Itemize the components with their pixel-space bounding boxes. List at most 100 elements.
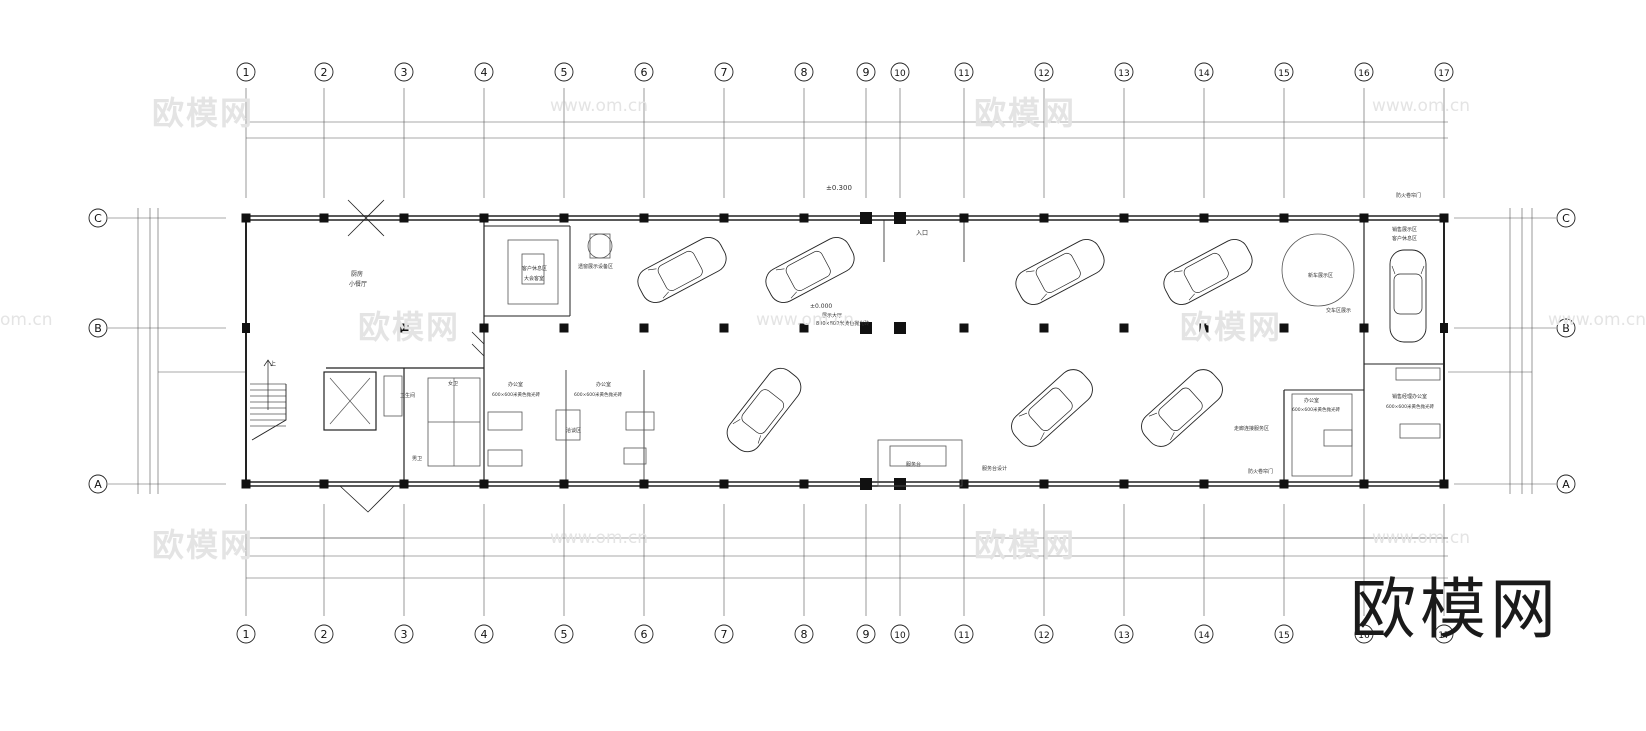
stair-outline <box>251 384 287 441</box>
grid-bubble <box>1354 624 1374 644</box>
label-reception-desk-note: 服务台设计 <box>982 465 1007 472</box>
label-office-c-2: 600×600米黄色抛光砖 <box>1292 406 1340 413</box>
grid-bubble <box>1354 62 1374 82</box>
column <box>479 323 489 333</box>
column <box>399 213 409 223</box>
grid-bubble <box>890 62 910 82</box>
column <box>1279 213 1289 223</box>
label-window-display: 透窗展示设备区 <box>578 263 613 270</box>
grid-column-label: 17 <box>1438 631 1449 641</box>
grid-column-label: 14 <box>1198 69 1210 79</box>
car-cabin <box>785 250 831 291</box>
column <box>1440 323 1448 333</box>
desk <box>625 411 655 431</box>
coffee-table <box>521 253 545 285</box>
dimension-lines <box>137 121 1533 579</box>
car-body <box>1141 369 1223 447</box>
column <box>1439 213 1449 223</box>
grid-bubble <box>474 624 494 644</box>
grid-row-label: B <box>1562 322 1570 335</box>
label-office-a-2: 600×600米黄色抛光砖 <box>492 391 540 398</box>
grid-bubble <box>856 62 876 82</box>
car-mirror <box>1420 265 1425 275</box>
grid-row-label: C <box>94 212 102 225</box>
label-lounge: 洽谈区 <box>566 427 581 434</box>
round-table <box>587 233 613 259</box>
grid-bubble <box>88 474 108 494</box>
column <box>1199 479 1209 489</box>
display-car <box>765 236 855 304</box>
column <box>399 479 409 489</box>
label-office-c-1: 办公室 <box>1304 397 1319 404</box>
label-kitchen-1: 厨房 <box>351 270 363 278</box>
column <box>1279 479 1289 489</box>
car-mirror <box>1148 412 1158 417</box>
car-cabin <box>741 389 785 434</box>
grid-column-label: 3 <box>401 628 408 641</box>
grid-column-label: 15 <box>1278 69 1289 79</box>
column <box>559 213 569 223</box>
column <box>399 323 409 333</box>
car-mirror <box>1173 270 1183 273</box>
label-sales-2: 客户休息区 <box>1392 235 1417 242</box>
room-labels: ±0.300 入口 厨房 小餐厅 客户休息区 大会客室 透窗展示设备区 ±0.0… <box>270 184 1434 475</box>
label-male-wc: 男卫 <box>412 456 422 462</box>
column <box>959 479 969 489</box>
grid-column-label: 13 <box>1118 631 1129 641</box>
car-mirror <box>1025 270 1035 273</box>
car-mirror <box>1040 432 1045 441</box>
grid-bubble <box>1114 624 1134 644</box>
display-car <box>1163 238 1253 306</box>
sink-counter <box>383 375 403 417</box>
grid-bubble <box>714 624 734 644</box>
desk <box>623 447 647 465</box>
grid-column-label: 8 <box>801 628 808 641</box>
grid-column-label: 8 <box>801 66 808 79</box>
label-delivery-note: 交车区展示 <box>1326 307 1351 314</box>
walls <box>245 199 1445 513</box>
label-reception-desk: 服务台 <box>906 461 921 468</box>
label-manager-2: 600×600米黄色抛光砖 <box>1386 403 1434 410</box>
grid-column-label: 10 <box>894 631 906 641</box>
label-female-wc: 女卫 <box>448 380 458 387</box>
car-mirror <box>757 435 761 444</box>
grid-bubble <box>1556 208 1576 228</box>
car-mirror <box>732 419 741 425</box>
grid-column-label: 13 <box>1118 69 1129 79</box>
stair-arrow <box>263 359 273 410</box>
display-car <box>726 367 802 453</box>
column <box>860 478 872 490</box>
grid-column-label: 7 <box>721 66 728 79</box>
sofa-set <box>507 239 559 305</box>
grid-row-label: C <box>1562 212 1570 225</box>
car-cabin <box>1183 252 1229 293</box>
car-mirror <box>775 268 785 271</box>
column <box>319 213 329 223</box>
grid-bubble <box>794 62 814 82</box>
grid-bubble <box>634 624 654 644</box>
car-mirror <box>1040 293 1047 301</box>
grid-bubble <box>236 62 256 82</box>
elevator-cross <box>329 377 371 425</box>
grid-bubble <box>554 624 574 644</box>
grid-bubble <box>394 624 414 644</box>
column <box>1039 323 1049 333</box>
car-body <box>1389 249 1427 343</box>
car-body <box>1011 369 1093 447</box>
column <box>1359 479 1369 489</box>
grid-bubble <box>1114 62 1134 82</box>
grid-bubble <box>1194 624 1214 644</box>
grid-column-label: 1 <box>243 628 250 641</box>
car-mirror <box>1188 293 1195 301</box>
column <box>319 479 329 489</box>
column <box>959 213 969 223</box>
grid-column-label: 16 <box>1358 69 1370 79</box>
label-reception-2: 大会客室 <box>524 275 544 282</box>
reception-counter <box>877 439 963 487</box>
grid-bubble <box>474 62 494 82</box>
grid-column-label: 6 <box>641 628 648 641</box>
label-office-b-2: 600×600米黄色抛光砖 <box>574 391 622 398</box>
car-cabin <box>1028 387 1073 432</box>
